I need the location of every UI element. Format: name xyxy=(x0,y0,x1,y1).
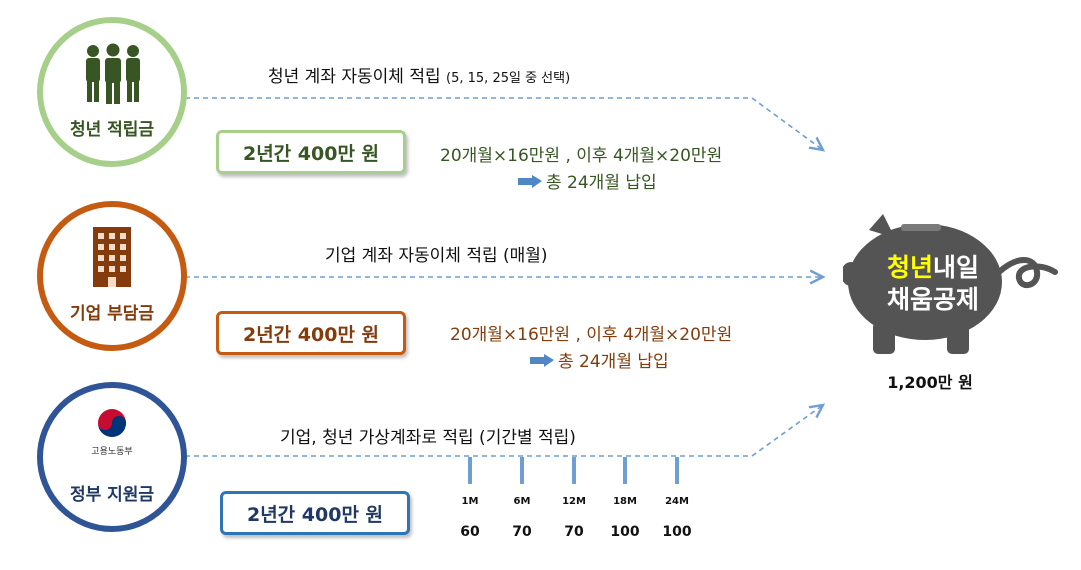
youth-amount-box: 2년간 400만 원 xyxy=(216,130,406,174)
youth-flow-text: 청년 계좌 자동이체 적립 (5, 15, 25일 중 선택) xyxy=(268,62,570,87)
company-circle: 기업 부담금 xyxy=(37,201,187,351)
schedule-tick-value: 100 xyxy=(662,524,692,540)
building-icon xyxy=(93,227,131,287)
government-amount-box: 2년간 400만 원 xyxy=(220,491,410,535)
target-title-line2: 채움공제 xyxy=(886,285,979,314)
company-detail: 20개월×16만원 , 이후 4개월×20만원 총 24개월 납입 xyxy=(450,320,732,372)
schedule-tick xyxy=(468,457,472,484)
government-emblem-icon xyxy=(98,409,126,437)
schedule-tick-value: 70 xyxy=(564,524,584,540)
arrow-right-icon xyxy=(530,353,554,367)
company-detail-line2: 총 24개월 납입 xyxy=(558,352,669,372)
company-amount-box: 2년간 400만 원 xyxy=(216,311,406,355)
youth-label: 청년 적립금 xyxy=(69,120,155,140)
target-title: 청년내일 채움공제 xyxy=(873,252,993,316)
government-flow-text: 기업, 청년 가상계좌로 적립 (기간별 적립) xyxy=(280,423,576,448)
connector-line-youth xyxy=(185,97,823,150)
youth-circle: 청년 적립금 xyxy=(37,17,187,167)
arrow-right-icon xyxy=(518,174,542,188)
target-total: 1,200만 원 xyxy=(887,373,973,392)
schedule-tick-label: 24M xyxy=(665,496,689,507)
schedule-tick-label: 18M xyxy=(613,496,637,507)
schedule-tick xyxy=(623,457,627,484)
schedule-tick-label: 6M xyxy=(513,496,531,507)
youth-amount: 2년간 400만 원 xyxy=(242,142,380,165)
company-flow-text: 기업 계좌 자동이체 적립 (매월) xyxy=(325,241,548,266)
youth-flow-main: 청년 계좌 자동이체 적립 xyxy=(268,67,441,87)
company-detail-line1: 20개월×16만원 , 이후 4개월×20만원 xyxy=(450,325,733,345)
company-flow-main: 기업 계좌 자동이체 적립 (매월) xyxy=(325,246,548,266)
schedule-tick xyxy=(572,457,576,484)
schedule-tick xyxy=(520,457,524,484)
government-label: 정부 지원금 xyxy=(69,485,155,505)
people-icon xyxy=(86,43,140,104)
schedule-tick-value: 60 xyxy=(460,524,480,540)
youth-detail-line2: 총 24개월 납입 xyxy=(546,173,657,193)
target-title-highlight: 청년 xyxy=(886,253,933,282)
government-amount: 2년간 400만 원 xyxy=(246,503,384,526)
youth-flow-note: (5, 15, 25일 중 선택) xyxy=(446,71,571,86)
piggy-bank-icon xyxy=(843,214,1058,354)
schedule-tick-value: 70 xyxy=(512,524,532,540)
schedule-tick-label: 12M xyxy=(562,496,586,507)
ministry-name: 고용노동부 xyxy=(91,447,133,457)
schedule-tick xyxy=(675,457,679,484)
schedule-tick-value: 100 xyxy=(610,524,640,540)
connector-line-government xyxy=(185,405,823,457)
company-amount: 2년간 400만 원 xyxy=(242,323,380,346)
company-label: 기업 부담금 xyxy=(69,304,155,324)
government-circle: 고용노동부 정부 지원금 xyxy=(37,382,187,532)
schedule-tick-label: 1M xyxy=(461,496,479,507)
youth-detail-line1: 20개월×16만원 , 이후 4개월×20만원 xyxy=(440,146,723,166)
youth-detail: 20개월×16만원 , 이후 4개월×20만원 총 24개월 납입 xyxy=(440,141,722,193)
target-title-rest: 내일 xyxy=(933,253,980,282)
government-flow-main: 기업, 청년 가상계좌로 적립 (기간별 적립) xyxy=(280,428,576,448)
